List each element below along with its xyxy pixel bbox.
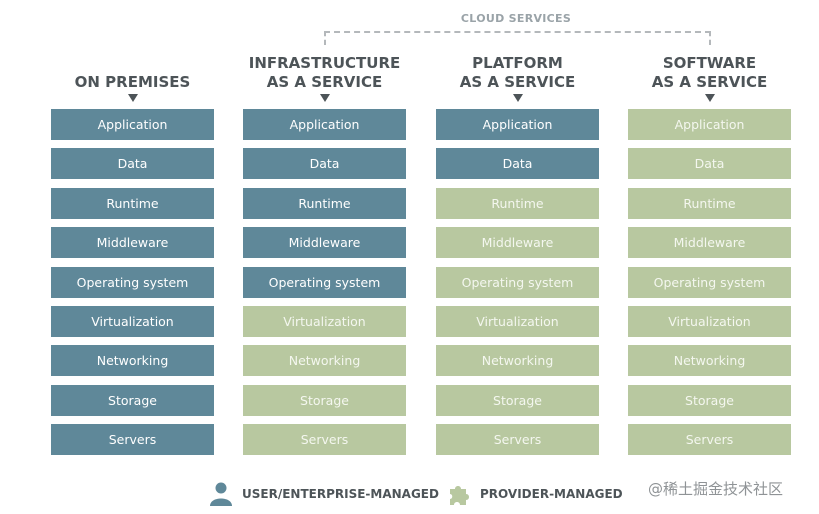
layer-storage: Storage	[436, 384, 599, 416]
column-title-line: AS A SERVICE	[266, 73, 383, 91]
column-title: SOFTWARE AS A SERVICE	[628, 54, 791, 92]
column-title: PLATFORM AS A SERVICE	[436, 54, 599, 92]
down-arrow-icon	[512, 94, 523, 102]
layer-data: Data	[243, 148, 406, 180]
layer-application: Application	[436, 109, 599, 140]
column-title: ON PREMISES	[51, 54, 214, 92]
layer-storage: Storage	[628, 384, 791, 416]
layer-servers: Servers	[51, 424, 214, 456]
layer-middleware: Middleware	[436, 227, 599, 259]
layer-application: Application	[243, 109, 406, 140]
column-title-line: AS A SERVICE	[651, 73, 768, 91]
layer-data: Data	[436, 148, 599, 180]
layer-runtime: Runtime	[436, 187, 599, 219]
layer-middleware: Middleware	[243, 227, 406, 259]
layer-servers: Servers	[243, 424, 406, 456]
cloud-services-bracket	[324, 31, 711, 45]
legend-provider-managed: PROVIDER-MANAGED	[446, 481, 623, 507]
column-title-line: PLATFORM	[472, 54, 563, 72]
column-title-line: AS A SERVICE	[459, 73, 576, 91]
layer-operating-system: Operating system	[628, 266, 791, 298]
layer-virtualization: Virtualization	[51, 305, 214, 337]
watermark: @稀土掘金技术社区	[648, 480, 784, 498]
layer-storage: Storage	[51, 384, 214, 416]
layer-runtime: Runtime	[51, 187, 214, 219]
column-title-line: ON PREMISES	[74, 73, 191, 91]
layer-servers: Servers	[436, 424, 599, 456]
column-title-line: INFRASTRUCTURE	[248, 54, 401, 72]
layer-data: Data	[628, 148, 791, 180]
layer-storage: Storage	[243, 384, 406, 416]
layer-data: Data	[51, 148, 214, 180]
layer-networking: Networking	[243, 345, 406, 377]
layer-runtime: Runtime	[628, 187, 791, 219]
layer-servers: Servers	[628, 424, 791, 456]
layer-networking: Networking	[628, 345, 791, 377]
layer-virtualization: Virtualization	[243, 305, 406, 337]
down-arrow-icon	[319, 94, 330, 102]
layer-virtualization: Virtualization	[628, 305, 791, 337]
legend-user-label: USER/ENTERPRISE-MANAGED	[242, 487, 439, 501]
layer-middleware: Middleware	[628, 227, 791, 259]
legend-provider-label: PROVIDER-MANAGED	[480, 487, 623, 501]
layer-application: Application	[628, 109, 791, 140]
layer-middleware: Middleware	[51, 227, 214, 259]
column-title: INFRASTRUCTURE AS A SERVICE	[243, 54, 406, 92]
layer-operating-system: Operating system	[51, 266, 214, 298]
layer-operating-system: Operating system	[436, 266, 599, 298]
person-icon	[208, 481, 234, 507]
layer-runtime: Runtime	[243, 187, 406, 219]
legend-user-managed: USER/ENTERPRISE-MANAGED	[208, 481, 439, 507]
puzzle-piece-icon	[446, 481, 472, 507]
layer-application: Application	[51, 109, 214, 140]
layer-networking: Networking	[436, 345, 599, 377]
down-arrow-icon	[127, 94, 138, 102]
layer-networking: Networking	[51, 345, 214, 377]
layer-virtualization: Virtualization	[436, 305, 599, 337]
down-arrow-icon	[704, 94, 715, 102]
cloud-services-label: CLOUD SERVICES	[460, 12, 572, 25]
layer-operating-system: Operating system	[243, 266, 406, 298]
column-title-line: SOFTWARE	[662, 54, 757, 72]
